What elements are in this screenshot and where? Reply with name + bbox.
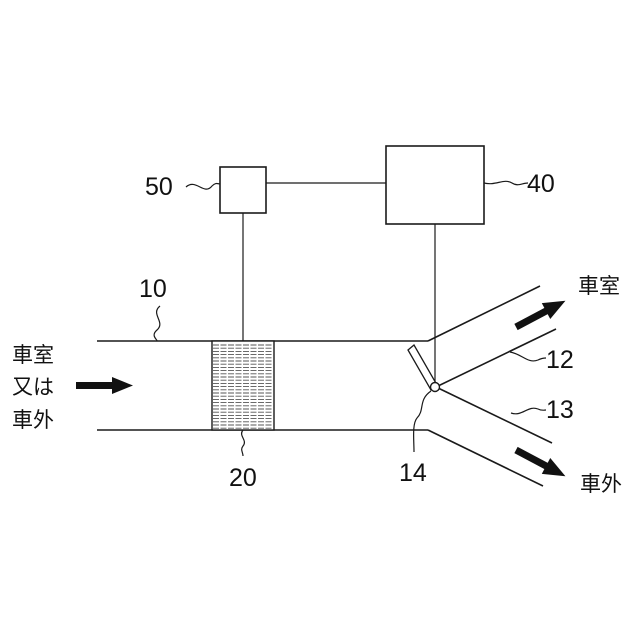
label-50: 50 [145, 173, 173, 201]
inlet-arrow [76, 377, 133, 394]
controller-box [386, 146, 484, 224]
filter-block [212, 341, 274, 430]
label-14: 14 [399, 459, 427, 487]
inlet-text-line2: 又は [12, 376, 54, 399]
label-20: 20 [229, 464, 257, 492]
sensor-box [220, 167, 266, 213]
leader-40 [484, 181, 528, 184]
outside-outlet-arrow [512, 442, 570, 484]
upper-branch-inner-wall [436, 329, 556, 387]
leader-14 [414, 391, 431, 452]
label-13: 13 [546, 396, 574, 424]
upper-branch-outer-wall [428, 286, 540, 341]
lower-branch-inner-wall [436, 387, 552, 443]
outlet-cabin-text: 車室 [578, 275, 620, 298]
outlet-outside-text: 車外 [580, 473, 622, 496]
leader-20 [242, 430, 245, 456]
inlet-text-line3: 車外 [12, 409, 54, 432]
inlet-text-line1: 車室 [12, 344, 54, 367]
leader-12 [510, 352, 546, 361]
leader-10 [154, 306, 160, 341]
label-12: 12 [546, 346, 574, 374]
label-10: 10 [139, 275, 167, 303]
label-40: 40 [527, 170, 555, 198]
leader-50 [186, 184, 220, 190]
leader-13 [511, 408, 546, 414]
cabin-outlet-arrow [512, 293, 570, 335]
